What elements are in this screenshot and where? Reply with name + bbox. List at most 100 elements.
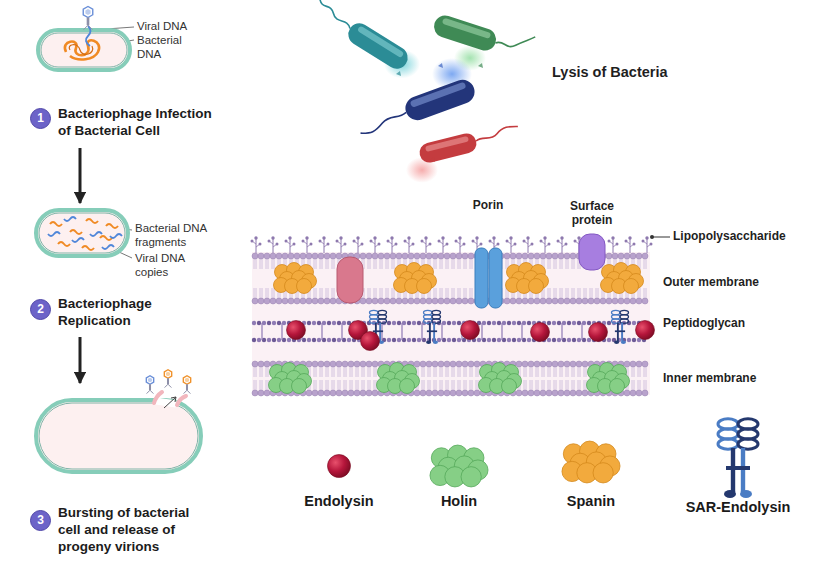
lipid-head (534, 253, 540, 259)
lipid-head (420, 390, 426, 396)
lps-stalk (511, 238, 512, 253)
lps-sugar (543, 236, 546, 239)
glycan-unit (487, 321, 491, 325)
sar-coil (432, 319, 441, 323)
lipid-head (318, 253, 324, 259)
lipid-head (372, 390, 378, 396)
structure-label: Surface protein (556, 199, 628, 228)
lps-sugar (438, 240, 441, 243)
lps-chain (302, 236, 313, 253)
lipid-head (264, 298, 270, 304)
lipid-head (582, 361, 588, 367)
phage-core (148, 378, 152, 383)
glycan-unit (412, 321, 416, 325)
glycan-unit (327, 338, 331, 342)
lps-sugar (492, 236, 495, 239)
peptide-crosslink (321, 323, 322, 340)
holin (479, 363, 522, 394)
structure-label: Peptidoglycan (663, 316, 813, 330)
lps-sugar (302, 240, 305, 243)
lps-sugar (455, 240, 458, 243)
lipid-head (384, 253, 390, 259)
periplasm (252, 252, 650, 395)
bacterium (309, 0, 412, 73)
holin-subunit (502, 379, 517, 394)
peptide-crosslink (401, 323, 402, 340)
bacterium-highlight (357, 25, 404, 58)
holin-subunit (461, 467, 481, 487)
peptide-crosslink (261, 323, 262, 340)
endolysin (589, 323, 608, 342)
lps-sugar (412, 243, 415, 246)
lipid-head (258, 390, 264, 396)
glycan-unit (392, 338, 396, 342)
porin-half (475, 248, 488, 308)
holin-subunit (610, 379, 625, 394)
glycan-unit (527, 338, 531, 342)
lps-sugar (421, 240, 424, 243)
stage-heading: Bacteriophage Replication (58, 296, 218, 330)
bacterium-highlight (442, 18, 491, 39)
cell-membrane (39, 403, 198, 469)
lipid-head (642, 390, 648, 396)
lipid-head (258, 298, 264, 304)
lipid-head (552, 253, 558, 259)
lipid-head (630, 298, 636, 304)
leader-dot (650, 235, 654, 239)
lipid-head (468, 298, 474, 304)
glycan-unit (332, 338, 336, 342)
lps-sugar (650, 243, 653, 246)
glycan-unit (607, 321, 611, 325)
glycan-unit (347, 338, 351, 342)
phage-head (83, 7, 93, 18)
lps-stalk (545, 238, 546, 253)
step-number: 3 (30, 510, 51, 531)
lipid-head (354, 361, 360, 367)
lps-chain (608, 236, 619, 253)
lps-stalk (375, 238, 376, 253)
lipid-head (270, 253, 276, 259)
lipid-head (570, 253, 576, 259)
lipid-head (426, 390, 432, 396)
spanin-subunit (593, 463, 613, 483)
sar-foot (433, 341, 438, 344)
lps-chain (387, 236, 398, 253)
glycan-unit (492, 338, 496, 342)
bacterium-body (431, 13, 499, 54)
lps-stalk (324, 238, 325, 253)
lps-sugar (506, 240, 509, 243)
lipid-head (630, 253, 636, 259)
sar-bar (373, 330, 383, 332)
glycan-unit (267, 338, 271, 342)
lps-sugar (268, 240, 271, 243)
lps-sugar (336, 240, 339, 243)
lipid-head (636, 390, 642, 396)
sar-coil (738, 439, 758, 449)
legend-symbol (328, 455, 351, 478)
lipid-head (420, 298, 426, 304)
glycan-unit (452, 338, 456, 342)
lps-sugar (514, 243, 517, 246)
lipid-head (438, 361, 444, 367)
glycan-unit (512, 338, 516, 342)
lipid-head (462, 390, 468, 396)
lipid-head (636, 361, 642, 367)
lps-sugar (497, 243, 500, 246)
sar-bar (427, 330, 437, 332)
glycan-unit (272, 338, 276, 342)
glycan-unit (452, 321, 456, 325)
legend-entry (562, 441, 620, 483)
legend-entry (430, 445, 488, 487)
lipid-head (582, 298, 588, 304)
lipid-head (564, 390, 570, 396)
lipid-head (294, 253, 300, 259)
lipid-head (270, 298, 276, 304)
glycan-unit (587, 321, 591, 325)
bacterium (355, 76, 478, 140)
lipid-head (630, 390, 636, 396)
lipid-leaflet (252, 288, 648, 304)
lipid-head (318, 298, 324, 304)
lipid-head (252, 390, 258, 396)
lps-sugar (251, 240, 254, 243)
cell-membrane (41, 33, 127, 67)
